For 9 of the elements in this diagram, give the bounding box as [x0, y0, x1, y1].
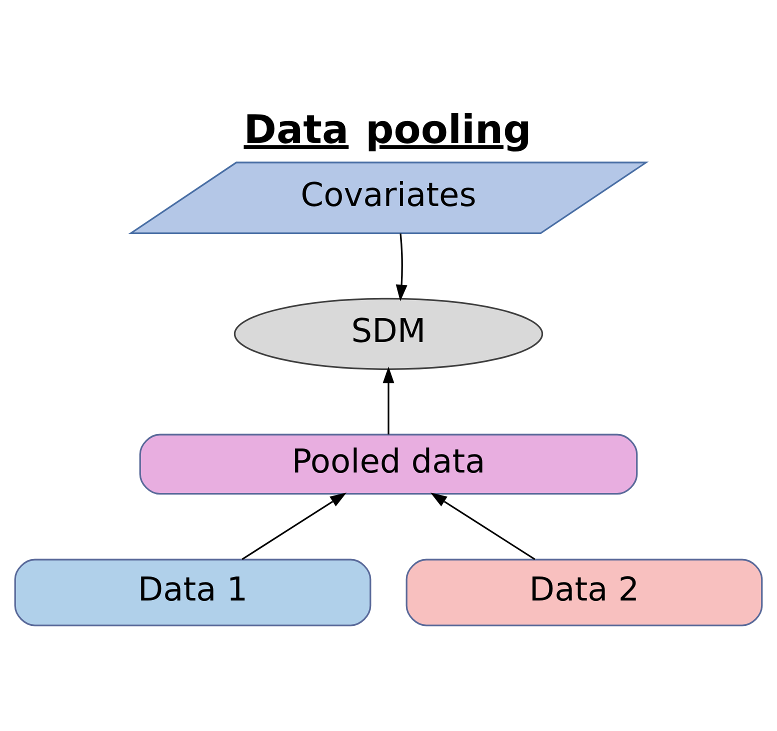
diagram-title: Data pooling	[244, 106, 532, 153]
arrow	[382, 366, 394, 434]
arrow	[242, 492, 347, 560]
node-box: Data 1	[14, 558, 372, 626]
arrow	[430, 492, 536, 560]
node-ellipse: SDM	[234, 297, 544, 370]
node-box: Data 2	[406, 558, 763, 626]
node-box: Pooled data	[139, 433, 638, 494]
arrow	[396, 232, 408, 301]
